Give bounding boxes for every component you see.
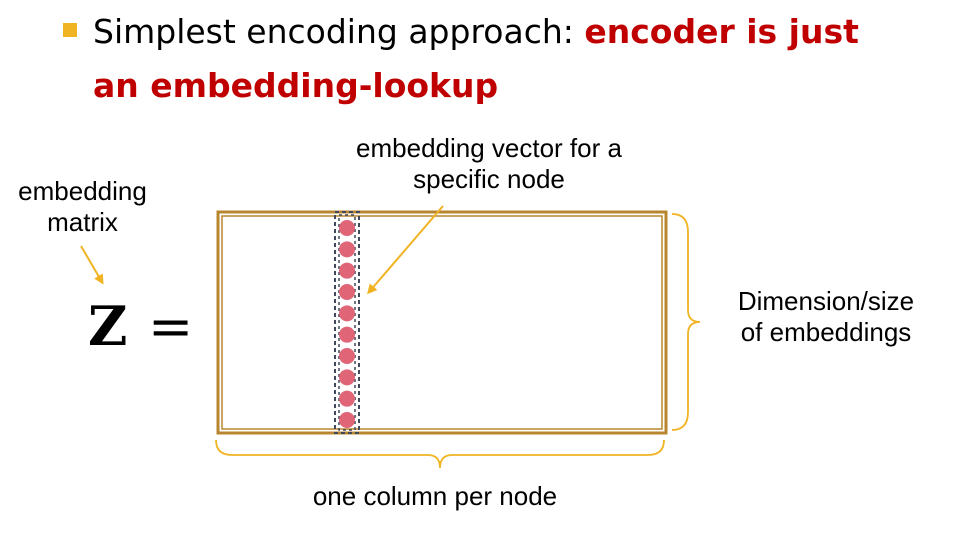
title-prefix: Simplest encoding approach: xyxy=(93,12,585,51)
dimension-label: Dimension/size of embeddings xyxy=(715,286,937,348)
node-dot xyxy=(339,220,355,236)
equation-equals-sign: = xyxy=(148,295,193,358)
title-line-2: an embedding-lookup xyxy=(93,66,498,106)
title-highlight-1: encoder is just xyxy=(584,12,859,51)
matrix-label-arrow xyxy=(80,245,104,285)
matrix-inner-border xyxy=(221,215,663,430)
title-line-1: Simplest encoding approach: encoder is j… xyxy=(93,12,859,52)
column-outline-inner xyxy=(338,214,356,431)
node-dot xyxy=(339,390,355,407)
square-bullet-icon xyxy=(63,23,77,37)
column-per-node-label: one column per node xyxy=(312,481,558,511)
node-dot xyxy=(339,369,355,386)
embedding-vector-label-line2: specific node xyxy=(413,164,565,194)
node-dot xyxy=(339,241,355,258)
embedding-vector-label-line1: embedding vector for a xyxy=(356,133,622,163)
node-dot xyxy=(339,348,355,364)
right-brace xyxy=(671,213,701,431)
embedding-matrix-label-line2: matrix xyxy=(47,207,118,237)
embedding-matrix-label-line1: embedding xyxy=(18,176,147,206)
node-dot xyxy=(339,326,355,343)
vector-label-arrow xyxy=(367,205,444,295)
equation-z-symbol: Z xyxy=(88,294,127,358)
node-dots-group xyxy=(339,220,355,428)
matrix-outer-border xyxy=(216,210,668,435)
node-dot xyxy=(339,262,355,279)
node-dot xyxy=(339,305,355,322)
node-dot xyxy=(339,284,355,300)
node-dot xyxy=(339,412,355,428)
embedding-matrix-label: embedding matrix xyxy=(0,176,165,238)
column-outline-outer xyxy=(334,211,360,434)
dimension-label-line2: of embeddings xyxy=(740,317,912,347)
dimension-label-line1: Dimension/size xyxy=(737,286,915,316)
embedding-vector-label: embedding vector for a specific node xyxy=(314,133,664,195)
title-highlight-2: an embedding-lookup xyxy=(93,66,499,105)
bottom-brace xyxy=(215,439,665,469)
